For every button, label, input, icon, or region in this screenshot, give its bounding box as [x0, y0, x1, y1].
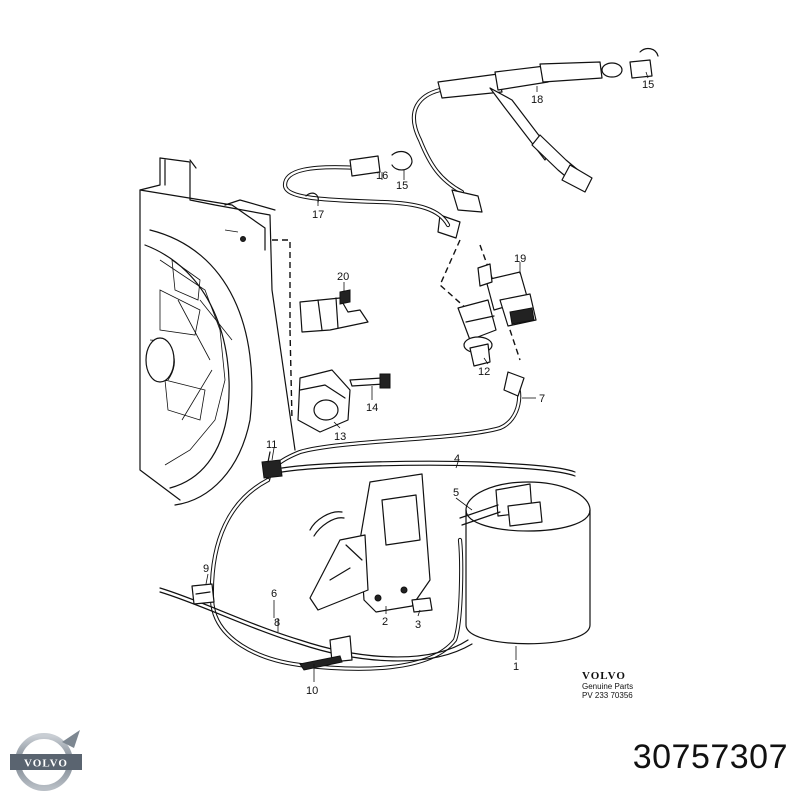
- callout-18: 18: [531, 94, 543, 106]
- callout-14: 14: [366, 402, 378, 414]
- upper-hose-assembly: [411, 47, 659, 239]
- callout-20: 20: [337, 271, 349, 283]
- callout-17: 17: [312, 209, 324, 221]
- leader-lines: [205, 71, 649, 682]
- callout-10: 10: [306, 685, 318, 697]
- logo-text: VOLVO: [24, 758, 68, 770]
- genuine-parts-block: VOLVO Genuine Parts PV 233 70356: [582, 670, 662, 700]
- brand-subtitle: Genuine Parts: [582, 682, 634, 691]
- callout-4: 4: [454, 453, 460, 465]
- callout-6: 6: [271, 588, 277, 600]
- bracket-20: [299, 289, 369, 333]
- brand-name: VOLVO: [582, 670, 626, 682]
- solenoid-valve-19: [477, 263, 537, 327]
- hose-16: [282, 150, 451, 228]
- fan-shroud: [139, 157, 296, 506]
- callout-12: 12: [478, 366, 490, 378]
- callout-19: 19: [514, 253, 526, 265]
- brand-code: PV 233 70356: [582, 691, 633, 700]
- callout-11: 11: [266, 439, 277, 451]
- bracket-13: [297, 369, 391, 433]
- callout-16: 16: [376, 170, 388, 182]
- callout-1: 1: [513, 661, 519, 673]
- bracket-2: [309, 473, 433, 613]
- callout-5: 5: [453, 487, 459, 499]
- callout-2: 2: [382, 616, 388, 628]
- part-number: 30757307: [632, 738, 788, 776]
- volvo-logo-icon: VOLVO: [10, 730, 82, 791]
- clip-11: [261, 451, 283, 479]
- valve-12: [457, 299, 497, 367]
- callout-9: 9: [203, 563, 209, 575]
- callout-13: 13: [334, 431, 346, 443]
- clip-10: [299, 635, 353, 671]
- callout-7: 7: [539, 393, 545, 405]
- callout-3: 3: [415, 619, 421, 631]
- lower-hoses: [159, 460, 576, 671]
- callout-15-clamp: 15: [396, 180, 408, 192]
- callout-15: 15: [642, 79, 654, 91]
- clip-9: [191, 583, 215, 605]
- callout-8: 8: [274, 617, 280, 629]
- canister-1: [459, 481, 591, 645]
